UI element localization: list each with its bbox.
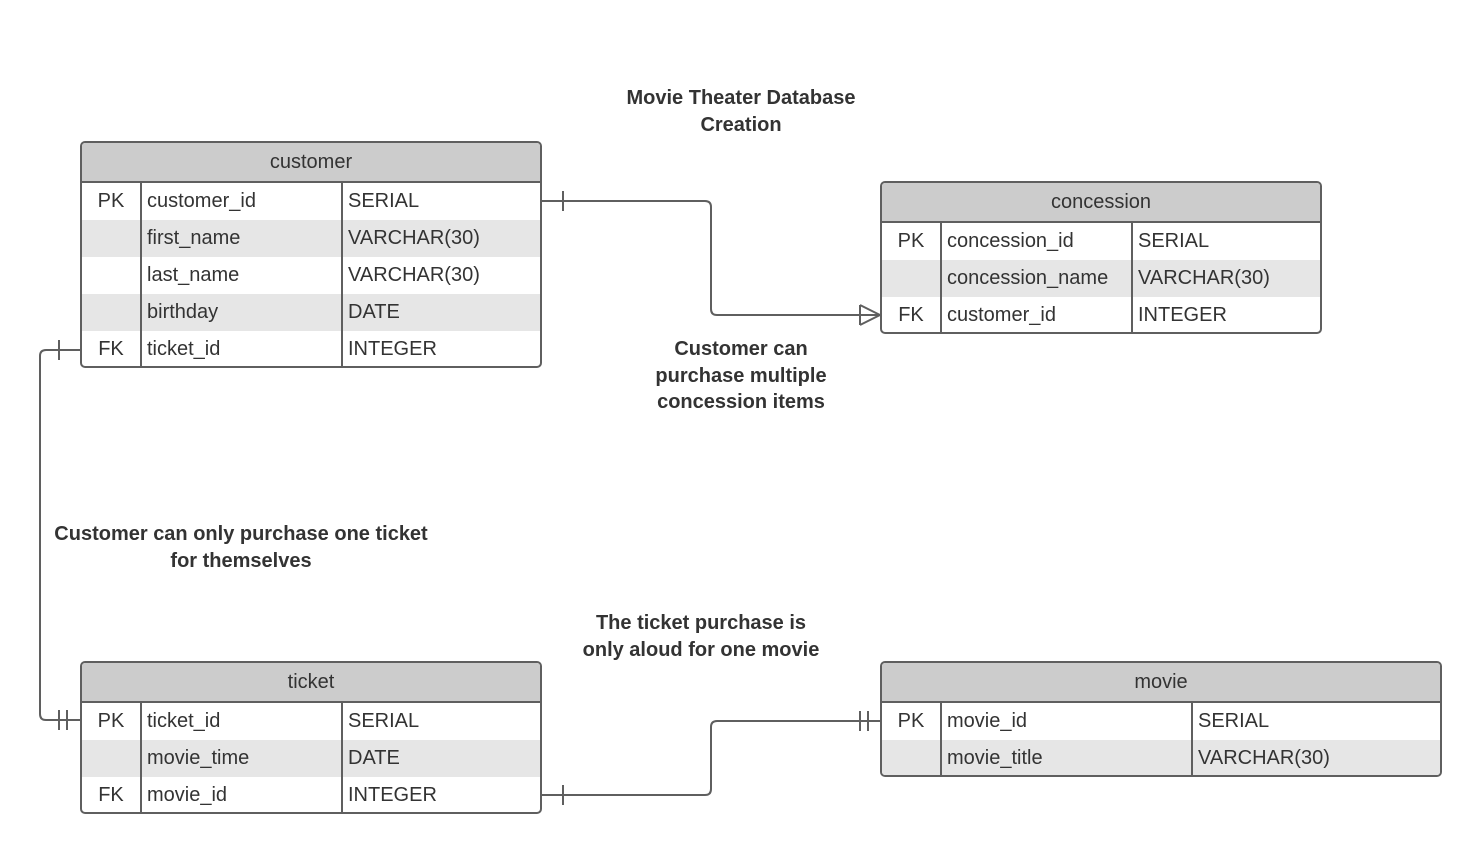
table-row: PK customer_id SERIAL bbox=[82, 183, 540, 220]
entity-name: ticket bbox=[82, 663, 540, 703]
table-row: PK concession_id SERIAL bbox=[882, 223, 1320, 260]
key-cell: PK bbox=[882, 703, 942, 740]
field-type-cell: VARCHAR(30) bbox=[1138, 267, 1270, 289]
key-cell: FK bbox=[82, 331, 142, 366]
field-name-cell: movie_time bbox=[142, 740, 343, 777]
field-name-cell: movie_id bbox=[942, 703, 1193, 740]
key-cell bbox=[882, 740, 942, 775]
field-type-cell: SERIAL bbox=[1198, 710, 1270, 732]
entity-customer[interactable]: customer PK customer_id SERIAL first_nam… bbox=[80, 141, 542, 368]
key-cell bbox=[82, 740, 142, 777]
table-row: movie_time DATE bbox=[82, 740, 540, 777]
key-cell: PK bbox=[82, 183, 142, 220]
field-name-cell: movie_title bbox=[942, 740, 1193, 775]
field-type-cell: INTEGER bbox=[1138, 304, 1227, 326]
field-type-cell: SERIAL bbox=[1138, 230, 1210, 252]
entity-name: movie bbox=[882, 663, 1440, 703]
note-customer-ticket: Customer can only purchase one ticket fo… bbox=[54, 523, 428, 572]
key-cell: FK bbox=[882, 297, 942, 332]
field-type-cell: VARCHAR(30) bbox=[1198, 747, 1330, 769]
field-name-cell: ticket_id bbox=[142, 331, 343, 366]
table-row: birthday DATE bbox=[82, 294, 540, 331]
table-row: first_name VARCHAR(30) bbox=[82, 220, 540, 257]
field-type-cell: INTEGER bbox=[348, 784, 437, 806]
connector-ticket-movie bbox=[542, 711, 880, 805]
field-name-cell: ticket_id bbox=[142, 703, 343, 740]
diagram-title: Movie Theater Database Creation bbox=[626, 87, 856, 136]
field-type-cell: INTEGER bbox=[348, 338, 437, 360]
entity-name: customer bbox=[82, 143, 540, 183]
table-row: last_name VARCHAR(30) bbox=[82, 257, 540, 294]
table-row: FK ticket_id INTEGER bbox=[82, 331, 540, 366]
note-customer-concession: Customer can purchase multiple concessio… bbox=[655, 338, 827, 413]
field-name-cell: customer_id bbox=[942, 297, 1133, 332]
table-row: PK movie_id SERIAL bbox=[882, 703, 1440, 740]
table-row: concession_name VARCHAR(30) bbox=[882, 260, 1320, 297]
key-cell: FK bbox=[82, 777, 142, 812]
entity-concession[interactable]: concession PK concession_id SERIAL conce… bbox=[880, 181, 1322, 334]
table-row: movie_title VARCHAR(30) bbox=[882, 740, 1440, 775]
field-name-cell: birthday bbox=[142, 294, 343, 331]
key-cell: PK bbox=[882, 223, 942, 260]
field-name-cell: first_name bbox=[142, 220, 343, 257]
connector-customer-ticket bbox=[39, 340, 80, 730]
field-type-cell: VARCHAR(30) bbox=[348, 264, 480, 286]
key-cell bbox=[82, 257, 142, 294]
field-name-cell: concession_name bbox=[942, 260, 1133, 297]
field-type-cell: DATE bbox=[348, 747, 400, 769]
field-type-cell: DATE bbox=[348, 301, 400, 323]
field-name-cell: concession_id bbox=[942, 223, 1133, 260]
key-cell bbox=[882, 260, 942, 297]
key-cell bbox=[82, 220, 142, 257]
field-name-cell: movie_id bbox=[142, 777, 343, 812]
field-name-cell: last_name bbox=[142, 257, 343, 294]
note-ticket-movie: The ticket purchase is only aloud for on… bbox=[582, 612, 820, 661]
field-name-cell: customer_id bbox=[142, 183, 343, 220]
table-row: FK customer_id INTEGER bbox=[882, 297, 1320, 332]
key-cell: PK bbox=[82, 703, 142, 740]
entity-ticket[interactable]: ticket PK ticket_id SERIAL movie_time DA… bbox=[80, 661, 542, 814]
key-cell bbox=[82, 294, 142, 331]
connector-customer-concession bbox=[542, 191, 881, 326]
field-type-cell: SERIAL bbox=[348, 710, 420, 732]
entity-name: concession bbox=[882, 183, 1320, 223]
field-type-cell: SERIAL bbox=[348, 190, 420, 212]
field-type-cell: VARCHAR(30) bbox=[348, 227, 480, 249]
table-row: FK movie_id INTEGER bbox=[82, 777, 540, 812]
table-row: PK ticket_id SERIAL bbox=[82, 703, 540, 740]
entity-movie[interactable]: movie PK movie_id SERIAL movie_title VAR… bbox=[880, 661, 1442, 777]
